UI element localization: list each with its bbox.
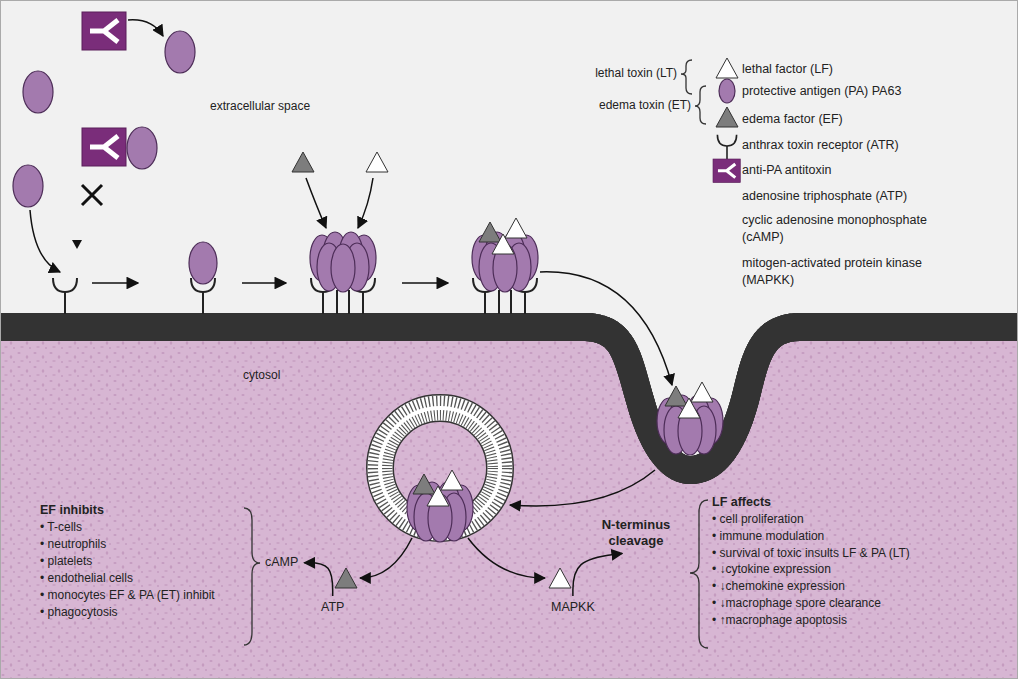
molecule-label: MAPKK xyxy=(548,598,598,618)
text-label: • ↓cytokine expression xyxy=(712,562,831,578)
legend-text: protective antigen (PA) PA63 xyxy=(742,83,947,100)
legend-text: anti-PA antitoxin xyxy=(742,162,947,179)
text-label: • survival of toxic insults LF & PA (LT) xyxy=(712,546,910,562)
node-text: cAMP xyxy=(265,555,298,571)
molecule-label: ATP xyxy=(318,598,347,618)
reaction-arrow xyxy=(304,563,332,596)
text-label: • monocytes EF & PA (ET) inhibit xyxy=(40,588,215,604)
list-heading: EF inhibits xyxy=(40,502,104,518)
legend-text: adenosine triphosphate (ATP) xyxy=(742,188,947,205)
text-label: • cell proliferation xyxy=(712,512,804,528)
text-label: • immune modulation xyxy=(712,529,824,545)
cytosol xyxy=(0,327,1018,679)
node-text: MAPKK xyxy=(551,600,595,616)
legend-text: cyclic adenosine monophosphate (cAMP) xyxy=(742,212,947,246)
text-label: • neutrophils xyxy=(40,537,106,553)
legend-text: mitogen-activated protein kinase (MAPKK) xyxy=(742,255,947,289)
antitoxin-binding xyxy=(13,12,195,272)
text-label: • ↑macrophage apoptosis xyxy=(712,613,847,629)
node-text: ATP xyxy=(321,600,344,616)
text-label: lethal toxin (LT) xyxy=(595,66,677,82)
bracket xyxy=(244,60,708,648)
text-label: • T-cells xyxy=(40,520,82,536)
legend-symbols xyxy=(713,58,740,183)
text-label: • endothelial cells xyxy=(40,571,133,587)
region-label: extracellular space xyxy=(210,99,310,115)
text-label: • ↓chemokine expression xyxy=(712,579,845,595)
legend-text: anthrax toxin receptor (ATR) xyxy=(742,137,947,154)
receptor-binding xyxy=(53,152,672,385)
text-label: • ↓macrophage spore clearance xyxy=(712,596,881,612)
legend-text: lethal factor (LF) xyxy=(742,61,947,78)
text-label: • phagocytosis xyxy=(40,605,118,621)
legend-text: edema factor (EF) xyxy=(742,111,947,128)
endocytosis xyxy=(335,382,723,588)
text-label: • platelets xyxy=(40,554,92,570)
molecule-label: cAMP xyxy=(262,553,301,573)
list-heading: LF affects xyxy=(712,494,771,510)
text-label: edema toxin (ET) xyxy=(599,98,691,114)
process-label: N-terminus cleavage xyxy=(590,515,682,552)
node-text: N-terminus cleavage xyxy=(593,517,679,550)
reaction-arrow xyxy=(573,554,622,597)
region-label: cytosol xyxy=(243,368,280,384)
